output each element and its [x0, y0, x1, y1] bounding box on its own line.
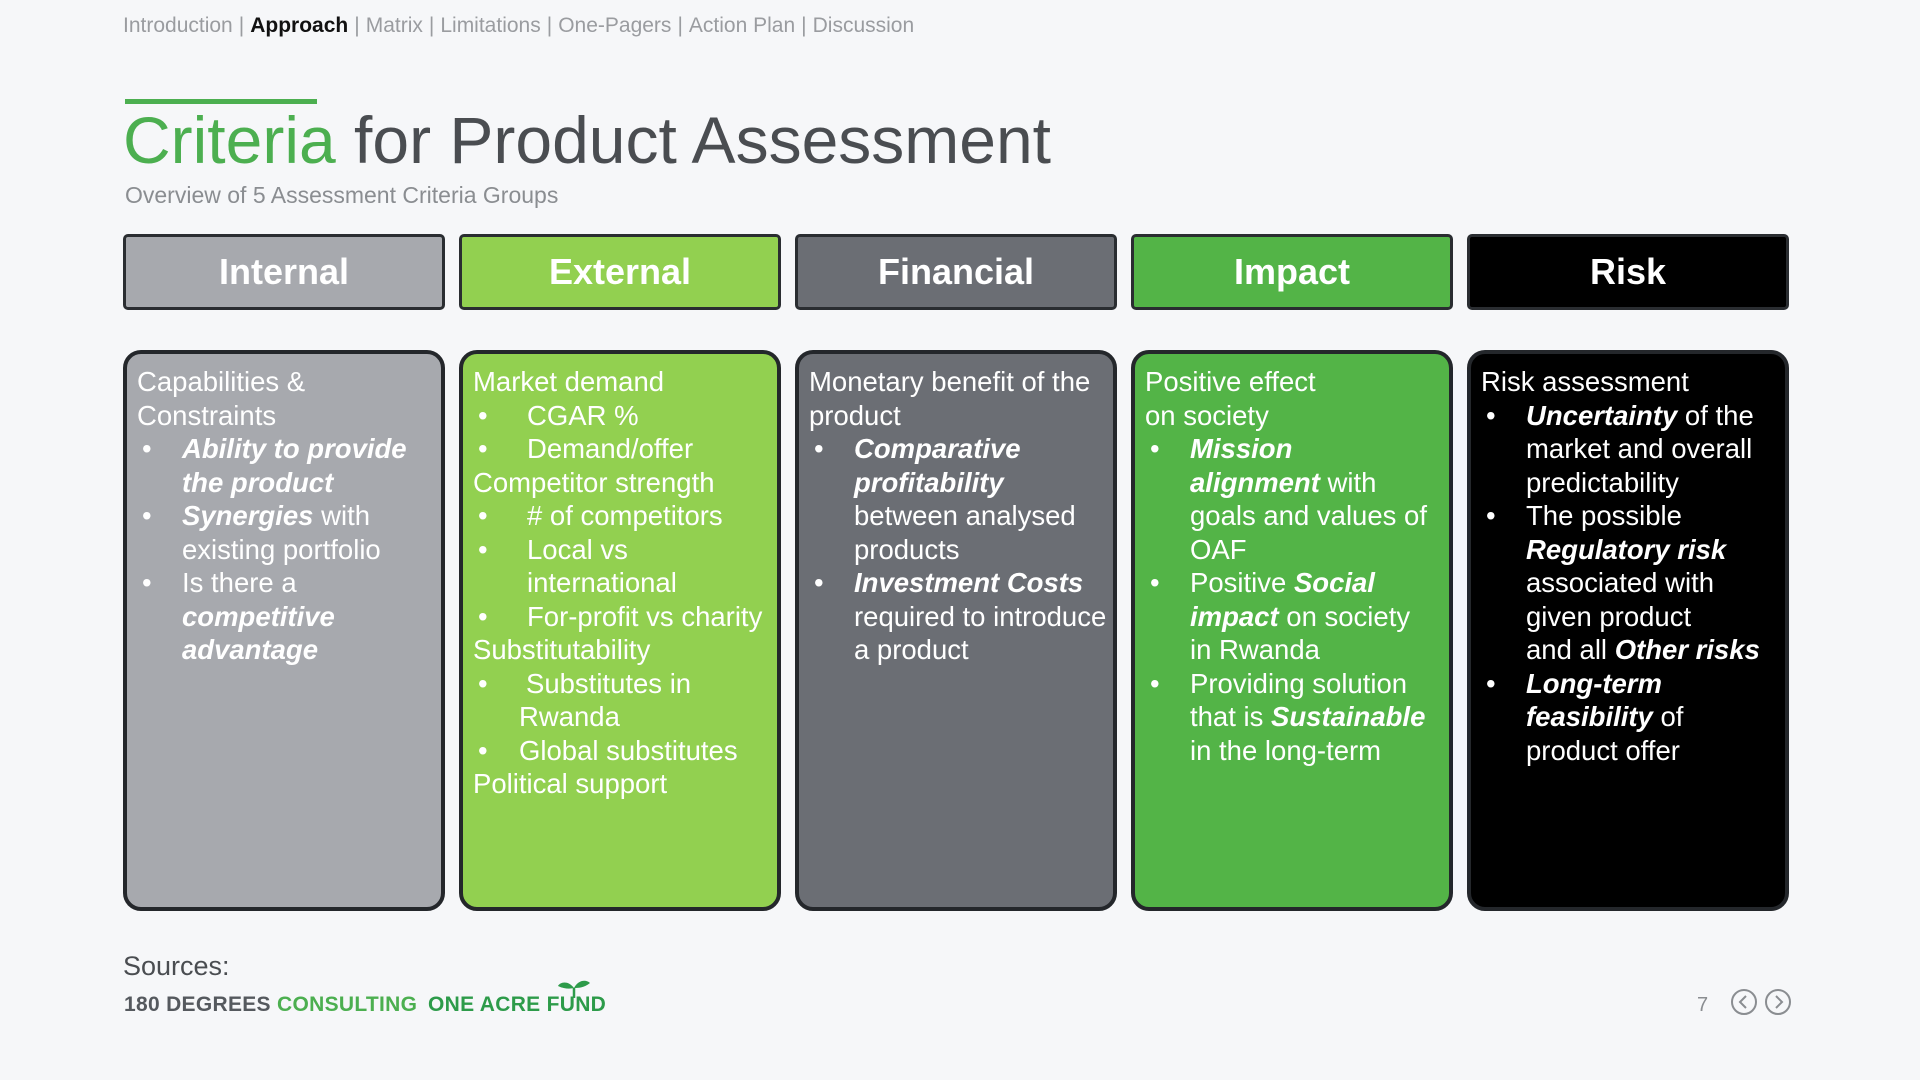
bullet-continuation: OAF [1190, 533, 1247, 565]
panel-heading: Political support [473, 768, 668, 799]
nav-separator: | [677, 14, 683, 37]
nav-separator: | [238, 14, 245, 37]
bullet-item: CGAR % [473, 399, 769, 433]
bullet-continuation: impact on society [1190, 600, 1411, 632]
bullet-continuation: existing portfolio [182, 533, 381, 565]
bullet-continuation: required to introduce [854, 600, 1107, 632]
bullet-continuation: profitability [854, 466, 1004, 498]
nav-introduction[interactable]: Introduction [123, 14, 233, 37]
panel-text: Constraints [137, 399, 277, 431]
panel-financial: Monetary benefit of the product Comparat… [795, 350, 1117, 911]
bullet-item: Ability to provide [137, 432, 433, 466]
header-risk: Risk [1467, 234, 1789, 310]
bullet-item: Comparative [809, 432, 1105, 466]
bullet-continuation: competitive [182, 600, 335, 632]
bullet-continuation: between analysed [854, 500, 1076, 531]
bullet-item: Providing solution [1145, 667, 1441, 701]
nav-separator: | [428, 14, 435, 37]
panel-text: Monetary benefit of the [809, 366, 1091, 397]
bullet-continuation: advantage [182, 634, 319, 665]
bullet-continuation: Rwanda [519, 701, 620, 732]
nav-separator: | [546, 14, 553, 37]
header-external: External [459, 234, 781, 310]
chevron-right-icon [1775, 995, 1784, 1009]
bullet-item: Long-term [1481, 667, 1777, 701]
section-nav: Introduction|Approach|Matrix|Limitations… [123, 14, 914, 38]
panel-heading: Competitor strength [473, 466, 715, 498]
bullet-item: Mission [1145, 432, 1441, 466]
nav-discussion[interactable]: Discussion [812, 14, 915, 37]
logo-one-acre-fund: ONE ACRE FUND [428, 993, 607, 1016]
next-slide-button[interactable] [1765, 989, 1791, 1015]
logo-180-degrees: 180 DEGREES CONSULTING [124, 993, 418, 1016]
bullet-item: Substitutes in [473, 667, 769, 701]
bullet-item: Uncertainty of the [1481, 399, 1777, 433]
page-number: 7 [1697, 994, 1709, 1016]
nav-matrix[interactable]: Matrix [365, 14, 423, 37]
bullet-item: Global substitutes [473, 734, 769, 768]
panel-text: Capabilities & [137, 366, 306, 397]
bullet-continuation: products [854, 533, 960, 565]
bullet-continuation: goals and values of [1190, 500, 1427, 531]
nav-one-pagers[interactable]: One-Pagers [558, 14, 672, 37]
nav-action-plan[interactable]: Action Plan [688, 14, 796, 37]
title-accent-word: Criteria [123, 103, 336, 177]
bullet-continuation: the product [182, 466, 334, 498]
bullet-item: Positive Social [1145, 566, 1441, 600]
bullet-continuation: associated with [1526, 567, 1715, 598]
bullet-continuation: in Rwanda [1190, 634, 1320, 665]
bullet-continuation: Regulatory risk [1526, 533, 1727, 565]
bullet-continuation: feasibility of [1526, 701, 1684, 732]
panel-text: Risk assessment [1481, 366, 1689, 397]
header-financial: Financial [795, 234, 1117, 310]
bullet-continuation: predictability [1526, 466, 1679, 498]
panel-internal: Capabilities & Constraints Ability to pr… [123, 350, 445, 911]
bullet-continuation: in the long-term [1190, 734, 1382, 766]
bullet-item: Investment Costs [809, 566, 1105, 600]
panel-heading: Substitutability [473, 634, 651, 665]
nav-limitations[interactable]: Limitations [440, 14, 541, 37]
bullet-continuation: given product [1526, 600, 1692, 632]
sprout-logo-icon [558, 980, 590, 998]
bullet-item: # of competitors [473, 499, 769, 533]
bullet-continuation: alignment with [1190, 466, 1377, 498]
bullet-continuation: and all Other risks [1526, 634, 1760, 665]
nav-separator: | [801, 14, 807, 37]
bullet-item: Synergies with [137, 499, 433, 533]
panel-heading: Market demand [473, 366, 665, 397]
nav-separator: | [354, 14, 360, 37]
panel-text: Positive effect [1145, 366, 1316, 397]
header-impact: Impact [1131, 234, 1453, 310]
nav-approach[interactable]: Approach [250, 14, 349, 37]
bullet-item: Demand/offer [473, 432, 769, 466]
bullet-continuation: a product [854, 634, 969, 665]
bullet-continuation: market and overall [1526, 433, 1753, 464]
bullet-continuation: international [527, 567, 677, 598]
bullet-item: For-profit vs charity [473, 600, 769, 634]
page-title: Criteria for Product Assessment [123, 102, 1051, 178]
title-rest: for Product Assessment [335, 103, 1052, 177]
title-accent-bar [125, 99, 317, 104]
bullet-item: The possible [1481, 499, 1777, 533]
page-subtitle: Overview of 5 Assessment Criteria Groups [125, 182, 559, 208]
chevron-left-icon [1738, 995, 1747, 1009]
panel-risk: Risk assessment Uncertainty of the marke… [1467, 350, 1789, 911]
panel-external: Market demand CGAR % Demand/offer Compet… [459, 350, 781, 911]
panel-text: on society [1145, 399, 1269, 431]
bullet-continuation: product offer [1526, 734, 1680, 766]
prev-slide-button[interactable] [1731, 989, 1757, 1015]
sources-label: Sources: [123, 951, 230, 981]
bullet-item: Is there a [137, 566, 433, 600]
bullet-item: Local vs [473, 533, 769, 567]
header-internal: Internal [123, 234, 445, 310]
panel-text: product [809, 399, 901, 431]
panel-impact: Positive effect on society Mission align… [1131, 350, 1453, 911]
bullet-continuation: that is Sustainable [1190, 701, 1426, 732]
